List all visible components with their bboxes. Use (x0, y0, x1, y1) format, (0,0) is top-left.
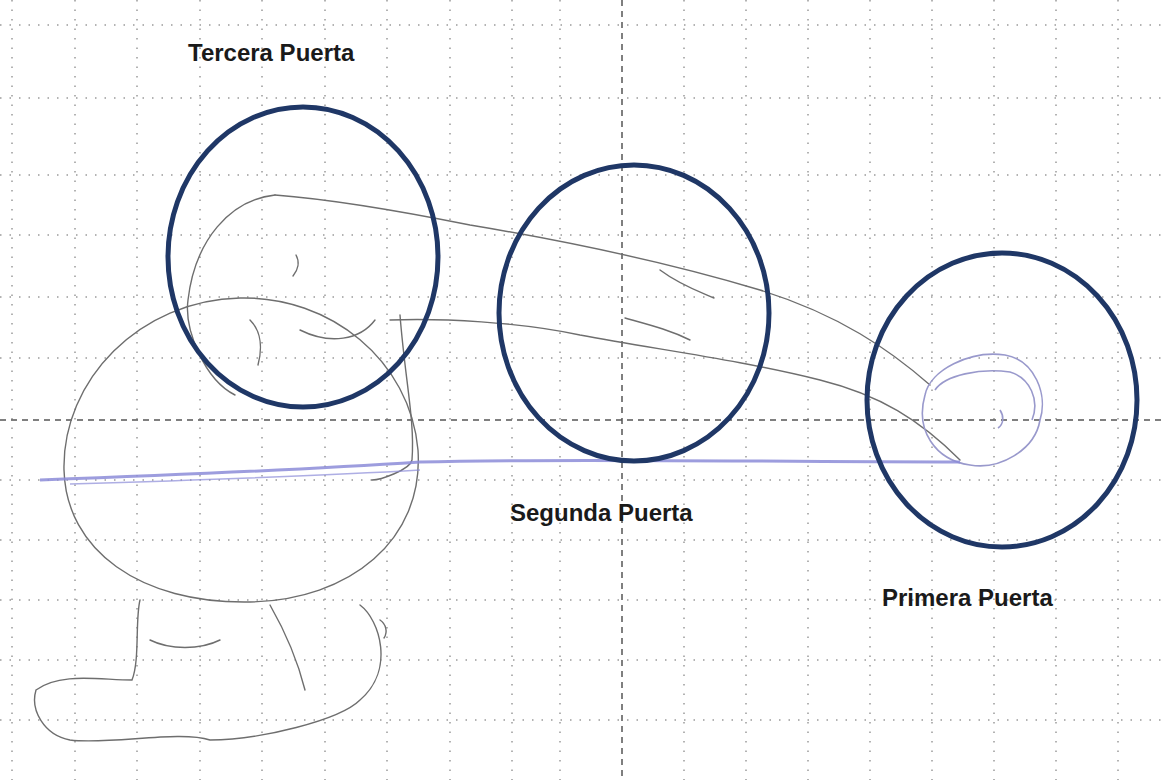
gate-circle: Primera Puerta (864, 250, 1140, 550)
circle-outline (165, 104, 441, 410)
gate-circle: Tercera Puerta (165, 104, 441, 410)
circle-outline (496, 162, 772, 464)
pencil-figure (35, 195, 960, 741)
reference-line (40, 460, 960, 480)
gate-label: Tercera Puerta (188, 40, 354, 66)
gate-label: Segunda Puerta (510, 500, 693, 526)
fist-sketch (922, 354, 1042, 466)
gate-circle: Segunda Puerta (496, 162, 772, 464)
reference-line (70, 470, 420, 484)
gate-label: Primera Puerta (882, 585, 1053, 611)
circle-outline (864, 250, 1140, 550)
